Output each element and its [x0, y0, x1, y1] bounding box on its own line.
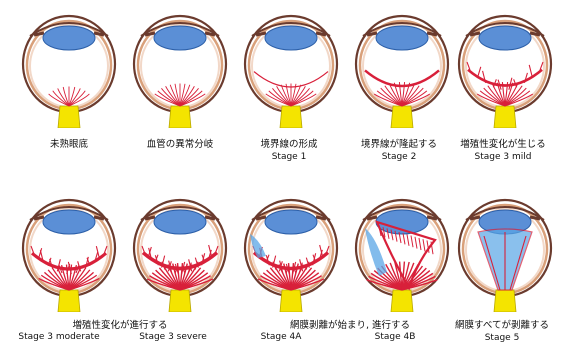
optic-nerve: [58, 106, 80, 128]
eye-diagram-abnormal-branching: [125, 8, 235, 128]
optic-nerve: [169, 290, 191, 312]
lens: [154, 210, 206, 234]
eye-illustration: [459, 200, 551, 312]
lens: [43, 26, 95, 50]
eye-diagram-stage-3-mild: [450, 8, 560, 128]
label-stage-4b: Stage 4B: [350, 331, 440, 343]
eye-diagram-stage-3-moderate: [14, 192, 124, 312]
label-stage: Stage 4B: [350, 331, 440, 343]
optic-nerve: [391, 106, 413, 128]
eye-diagram-stage-4a: [236, 192, 346, 312]
eye-diagram-stage-5: [450, 192, 560, 312]
eye-diagram-stage-3-severe: [125, 192, 235, 312]
label-stage-3-mild: 増殖性変化が生じる Stage 3 mild: [442, 139, 564, 163]
optic-nerve: [391, 290, 413, 312]
optic-nerve: [169, 106, 191, 128]
eye-diagram-stage-2: [347, 8, 457, 128]
eye-illustration: [245, 16, 337, 128]
eye-diagram-immature-fundus: [14, 8, 124, 128]
label-stage-3-severe: Stage 3 severe: [118, 331, 228, 343]
label-stage: Stage 3 mild: [442, 151, 564, 163]
label-ja: 網膜すべてが剥離する: [455, 320, 549, 331]
lens: [376, 26, 428, 50]
label-stage: Stage 5: [440, 332, 564, 344]
label-stage: Stage 4A: [236, 331, 326, 343]
optic-nerve: [58, 290, 80, 312]
label-ja: 増殖性変化が生じる: [460, 139, 546, 150]
label-stage-3-moderate: Stage 3 moderate: [4, 331, 114, 343]
label-ja: 境界線が隆起する: [361, 139, 437, 150]
label-ja: 血管の異常分岐: [147, 139, 214, 150]
label-stage-4a: Stage 4A: [236, 331, 326, 343]
label-stage: Stage 3 severe: [118, 331, 228, 343]
label-stage-1: 境界線の形成 Stage 1: [231, 139, 347, 163]
label-stage: Stage 3 moderate: [4, 331, 114, 343]
label-ja: 未熟眼底: [50, 139, 88, 150]
eye-illustration: [134, 16, 226, 128]
lens: [265, 26, 317, 50]
lens: [265, 210, 317, 234]
label-abnormal-branching: 血管の異常分岐: [122, 139, 238, 151]
optic-nerve: [280, 106, 302, 128]
lens: [154, 26, 206, 50]
optic-nerve: [494, 106, 516, 128]
lens: [479, 26, 531, 50]
eye-illustration: [356, 200, 448, 312]
eye-illustration: [356, 16, 448, 128]
label-immature-fundus: 未熟眼底: [14, 139, 124, 151]
eye-diagram-stage-4b: [347, 192, 457, 312]
eye-illustration: [23, 16, 115, 128]
optic-nerve: [494, 290, 516, 312]
optic-nerve: [280, 290, 302, 312]
eye-illustration: [23, 200, 115, 312]
eye-illustration: [134, 200, 226, 312]
eye-illustration: [459, 16, 551, 128]
label-ja: 増殖性変化が進行する: [72, 320, 167, 331]
label-ja: 境界線の形成: [260, 139, 317, 150]
label-total-detachment: 網膜すべてが剥離する Stage 5: [440, 320, 564, 344]
label-stage: Stage 1: [231, 151, 347, 163]
eye-diagram-stage-1: [236, 8, 346, 128]
eye-illustration: [245, 200, 337, 312]
lens: [43, 210, 95, 234]
label-ja: 網膜剥離が始まり, 進行する: [290, 320, 410, 331]
